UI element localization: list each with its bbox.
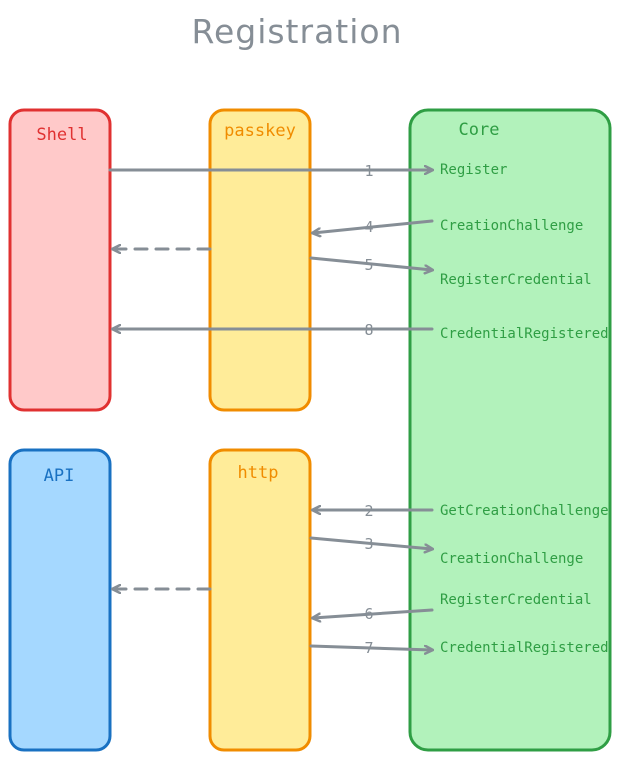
step-number-7: 7 (364, 639, 373, 657)
step-number-5: 5 (364, 256, 373, 274)
message-get-creation-challenge: GetCreationChallenge (440, 503, 609, 519)
message-creation-challenge-top: CreationChallenge (440, 218, 583, 234)
diagram-title: Registration (192, 12, 403, 51)
message-register-credential-top: RegisterCredential (440, 272, 592, 288)
step-number-2: 2 (364, 502, 373, 520)
message-register-credential-bottom: RegisterCredential (440, 592, 592, 608)
core-label: Core (459, 120, 500, 140)
message-credential-registered-bottom: CredentialRegistered (440, 640, 609, 656)
step-number-1: 1 (364, 162, 373, 180)
arrow-4 (313, 219, 434, 233)
shell-label: Shell (36, 125, 87, 145)
message-credential-registered-top: CredentialRegistered (440, 326, 609, 342)
message-register: Register (440, 162, 507, 178)
passkey-label: passkey (224, 121, 296, 141)
arrow-5 (309, 256, 432, 270)
core-box (408, 108, 612, 752)
step-number-8: 8 (364, 321, 373, 339)
step-number-4: 4 (364, 218, 373, 236)
shell-box (8, 108, 112, 412)
api-label: API (44, 466, 75, 486)
passkey-box (208, 108, 312, 412)
http-box (208, 448, 312, 752)
step-number-6: 6 (364, 605, 373, 623)
arrow-3 (309, 536, 432, 549)
message-creation-challenge-bottom: CreationChallenge (440, 551, 583, 567)
step-number-3: 3 (364, 535, 373, 553)
arrow-7 (309, 644, 432, 650)
http-label: http (238, 463, 279, 483)
arrow-6 (313, 608, 434, 618)
api-box (8, 448, 112, 752)
